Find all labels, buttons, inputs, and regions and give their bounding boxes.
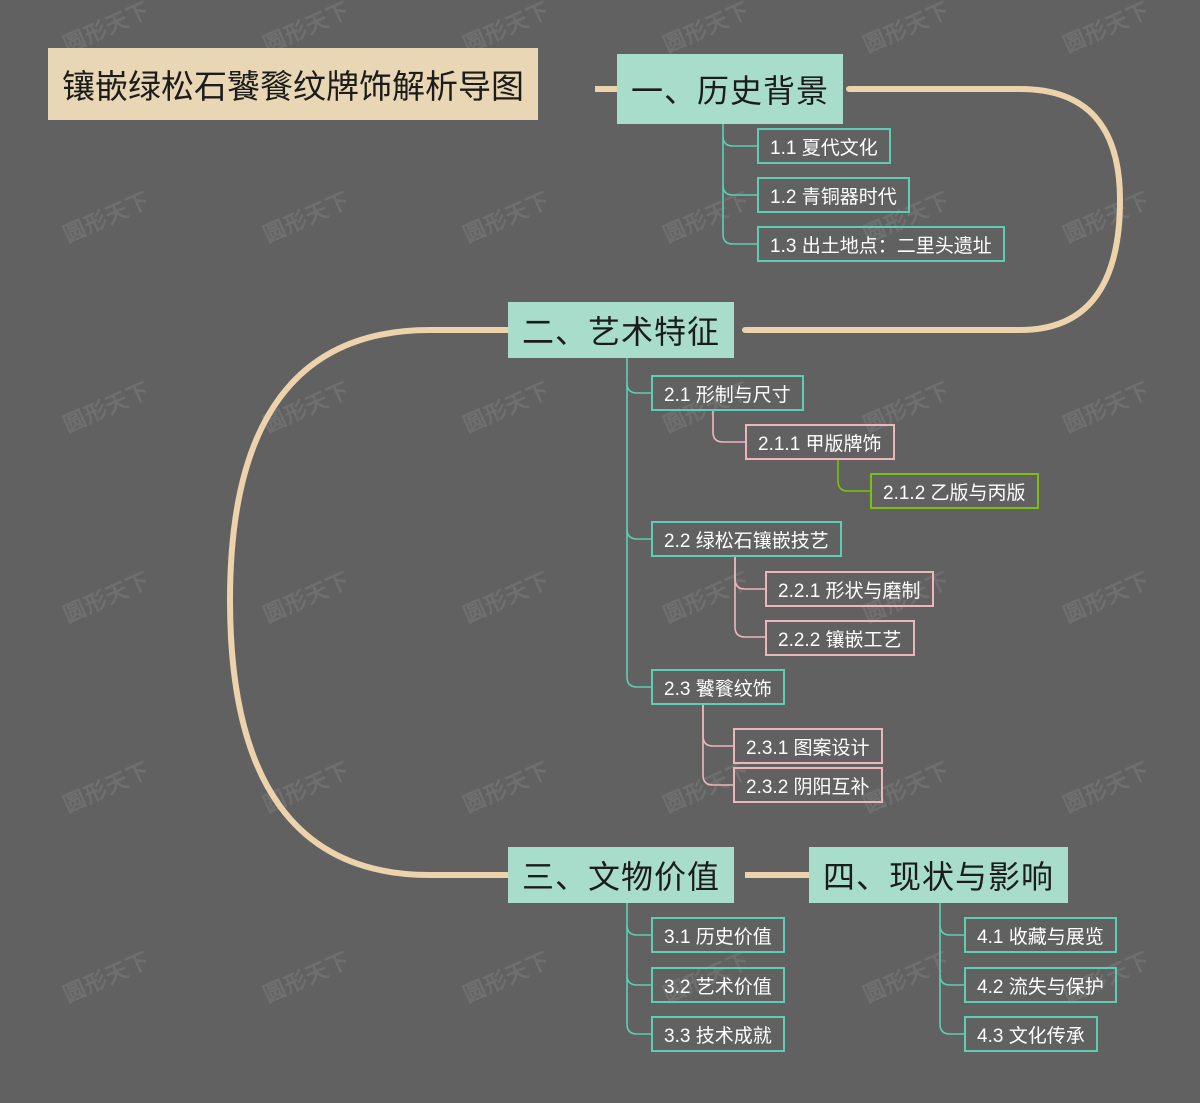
sub-node-3-2[interactable]: 3.2 艺术价值 <box>651 967 785 1003</box>
wire-b2-c3-g2 <box>702 704 733 786</box>
watermark-text: 圆形天下 <box>259 377 354 438</box>
wire-b2-c3-g1 <box>702 704 733 747</box>
watermark-text: 圆形天下 <box>1059 757 1154 818</box>
watermark-text: 圆形天下 <box>1059 0 1154 58</box>
wire-b2-c2 <box>626 528 651 540</box>
sub-node-2-1[interactable]: 2.1 形制与尺寸 <box>651 375 804 411</box>
watermark-text: 圆形天下 <box>1059 187 1154 248</box>
watermark-text: 圆形天下 <box>1059 567 1154 628</box>
sub-node-4-1[interactable]: 4.1 收藏与展览 <box>964 917 1117 953</box>
watermark-text: 圆形天下 <box>59 187 154 248</box>
wire-b1-c1 <box>722 135 757 147</box>
sub-node-2-3-1[interactable]: 2.3.1 图案设计 <box>733 728 883 764</box>
watermark-text: 圆形天下 <box>59 757 154 818</box>
watermark-text: 圆形天下 <box>459 377 554 438</box>
wire-b2-c2-g1 <box>734 556 765 590</box>
sub-node-2-3[interactable]: 2.3 饕餮纹饰 <box>651 669 785 705</box>
watermark-text: 圆形天下 <box>259 567 354 628</box>
wire-b1-c2 <box>722 184 757 196</box>
watermark-text: 圆形天下 <box>859 947 954 1008</box>
watermark-text: 圆形天下 <box>659 0 754 58</box>
sub-node-1-3[interactable]: 1.3 出土地点：二里头遗址 <box>757 226 1005 262</box>
wire-b3-c1 <box>626 924 651 936</box>
watermark-text: 圆形天下 <box>459 567 554 628</box>
sub-node-3-1[interactable]: 3.1 历史价值 <box>651 917 785 953</box>
wire-b3-c3 <box>626 903 651 1035</box>
wire-b2-c1 <box>626 382 651 394</box>
spine-b2-to-b3 <box>226 327 511 878</box>
watermark-text: 圆形天下 <box>259 187 354 248</box>
watermark-text: 圆形天下 <box>459 757 554 818</box>
sub-node-2-1-1[interactable]: 2.1.1 甲版牌饰 <box>745 424 895 460</box>
branch-node-2[interactable]: 二、艺术特征 <box>508 302 735 358</box>
sub-node-2-2[interactable]: 2.2 绿松石镶嵌技艺 <box>651 521 842 557</box>
watermark-text: 圆形天下 <box>1059 377 1154 438</box>
watermark-text: 圆形天下 <box>59 377 154 438</box>
watermark-text: 圆形天下 <box>659 187 754 248</box>
watermark-text: 圆形天下 <box>459 187 554 248</box>
watermark-text: 圆形天下 <box>459 947 554 1008</box>
wire-b2-c2-g2 <box>734 556 765 638</box>
watermark-text: 圆形天下 <box>59 947 154 1008</box>
sub-node-2-3-2[interactable]: 2.3.2 阴阳互补 <box>733 767 883 803</box>
sub-node-4-2[interactable]: 4.2 流失与保护 <box>964 967 1117 1003</box>
sub-node-3-3[interactable]: 3.3 技术成就 <box>651 1016 785 1052</box>
sub-node-2-2-2[interactable]: 2.2.2 镶嵌工艺 <box>765 620 915 656</box>
watermark-text: 圆形天下 <box>259 757 354 818</box>
wire-b4-c1 <box>939 924 964 936</box>
branch-node-3[interactable]: 三、文物价值 <box>508 847 735 903</box>
wire-b2-c1-g1 <box>712 410 745 443</box>
root-node[interactable]: 镶嵌绿松石饕餮纹牌饰解析导图 <box>48 48 538 120</box>
watermark-text: 圆形天下 <box>659 567 754 628</box>
watermark-text: 圆形天下 <box>259 947 354 1008</box>
sub-node-1-1[interactable]: 1.1 夏代文化 <box>757 128 891 164</box>
wire-b3-c2 <box>626 974 651 986</box>
sub-node-2-2-1[interactable]: 2.2.1 形状与磨制 <box>765 571 934 607</box>
wire-b2-c3 <box>626 358 651 688</box>
watermark-text: 圆形天下 <box>859 0 954 58</box>
sub-node-4-3[interactable]: 4.3 文化传承 <box>964 1016 1098 1052</box>
wire-b4-c2 <box>939 974 964 986</box>
wire-b1-c3 <box>722 117 757 245</box>
wire-b4-c3 <box>939 903 964 1035</box>
wire-b2-c1-g2 <box>837 459 870 492</box>
sub-node-2-1-2[interactable]: 2.1.2 乙版与丙版 <box>870 473 1039 509</box>
sub-node-1-2[interactable]: 1.2 青铜器时代 <box>757 177 910 213</box>
watermark-text: 圆形天下 <box>59 567 154 628</box>
branch-node-1[interactable]: 一、历史背景 <box>617 54 844 124</box>
branch-node-4[interactable]: 四、现状与影响 <box>809 847 1069 903</box>
